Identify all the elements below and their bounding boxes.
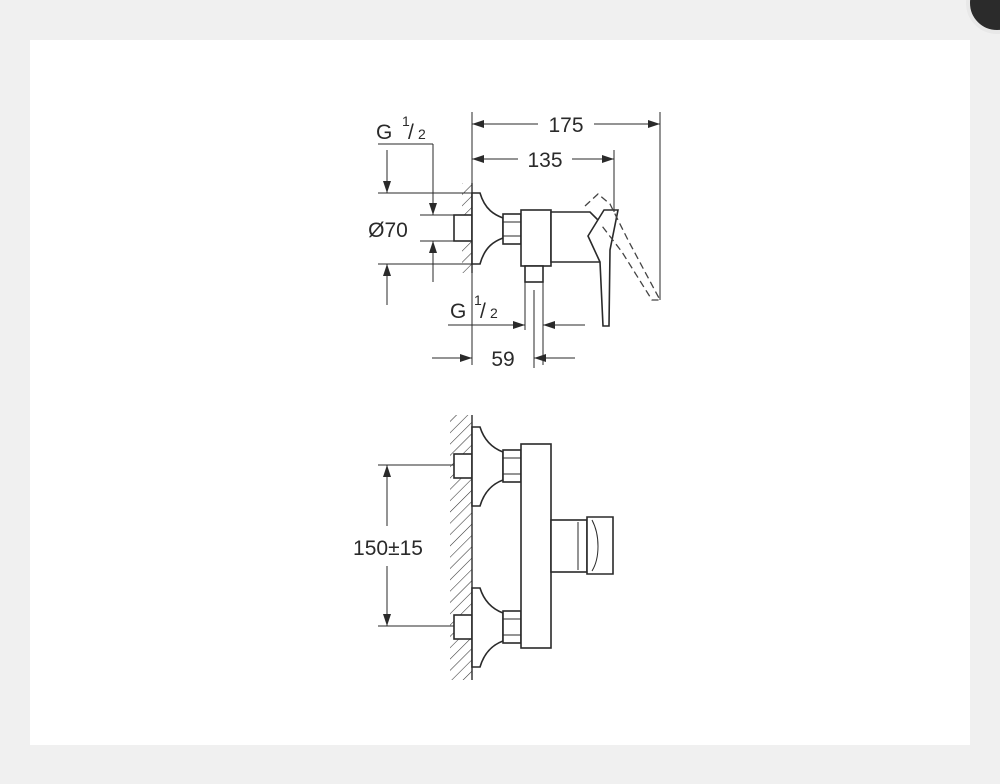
side-view: 175 135 Ø70 G 1 / 2 G 1 (368, 112, 662, 371)
front-upper-escutcheon (471, 426, 504, 507)
front-cartridge (550, 519, 588, 573)
side-nut (502, 213, 522, 245)
dim-handle-depth: 135 (527, 149, 562, 172)
front-lower-inlet (453, 614, 473, 640)
front-upper-inlet (453, 453, 473, 479)
front-view: 150±15 (353, 415, 614, 680)
side-body (520, 209, 552, 267)
side-inlet-stub (453, 214, 473, 242)
front-body (520, 443, 552, 649)
side-escutcheon (471, 192, 504, 265)
thread-inlet-den: 2 (418, 126, 426, 142)
thread-outlet-num: 1 (474, 292, 482, 308)
thread-outlet-g: G (450, 300, 466, 323)
front-upper-nut (502, 449, 522, 483)
thread-inlet-g: G (376, 121, 392, 144)
dim-escutcheon-diameter: Ø70 (368, 219, 408, 242)
thread-inlet-num: 1 (402, 113, 410, 129)
svg-text:/: / (480, 300, 486, 323)
side-outlet-nipple (524, 265, 544, 283)
front-wall-hatch (450, 415, 472, 680)
dim-total-depth: 175 (548, 114, 583, 137)
front-lever (586, 516, 614, 575)
side-lever (587, 209, 619, 327)
svg-text:/: / (408, 121, 414, 144)
front-lower-nut (502, 610, 522, 644)
dim-outlet-offset: 59 (491, 348, 514, 371)
thread-outlet-den: 2 (490, 305, 498, 321)
dim-inlet-spacing: 150±15 (353, 537, 423, 560)
front-lower-escutcheon (471, 587, 504, 668)
